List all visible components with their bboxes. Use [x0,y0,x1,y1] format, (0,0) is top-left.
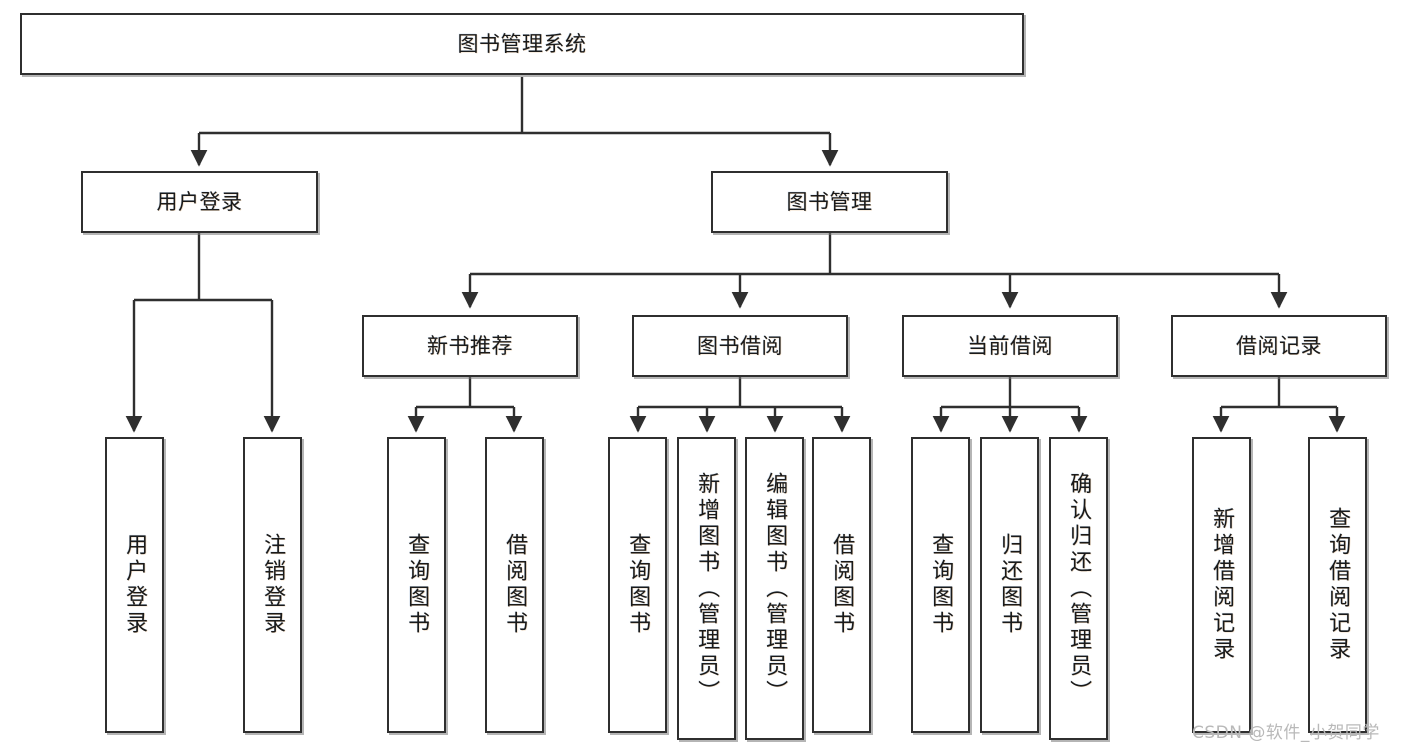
leaf-borrow-add-book-admin[interactable]: 新增图书（管理员） [677,437,736,740]
leaf-borrow-query-book-label: 查询图书 [625,533,651,637]
node-new-book-recommend[interactable]: 新书推荐 [362,315,578,377]
leaf-records-query-record[interactable]: 查询借阅记录 [1308,437,1367,733]
leaf-current-confirm-return-admin[interactable]: 确认归还（管理员） [1049,437,1108,740]
node-user-login[interactable]: 用户登录 [81,171,318,233]
node-new-book-recommend-label: 新书推荐 [427,333,513,358]
leaf-records-query-record-label: 查询借阅记录 [1325,507,1351,663]
leaf-current-query-book-label: 查询图书 [928,533,954,637]
leaf-records-add-record[interactable]: 新增借阅记录 [1192,437,1251,733]
leaf-new-book-borrow[interactable]: 借阅图书 [485,437,544,733]
leaf-records-add-record-label: 新增借阅记录 [1209,507,1235,663]
node-current-borrow-label: 当前借阅 [967,333,1053,358]
node-book-borrow-label: 图书借阅 [697,333,783,358]
leaf-current-return-book-label: 归还图书 [997,533,1023,637]
leaf-new-book-borrow-label: 借阅图书 [502,533,528,637]
node-book-borrow[interactable]: 图书借阅 [632,315,848,377]
leaf-user-login-logout[interactable]: 注销登录 [243,437,302,733]
node-book-management-label: 图书管理 [786,189,873,214]
node-root-label: 图书管理系统 [457,31,587,56]
leaf-new-book-query[interactable]: 查询图书 [387,437,446,733]
node-current-borrow[interactable]: 当前借阅 [902,315,1118,377]
node-root[interactable]: 图书管理系统 [20,13,1024,75]
leaf-current-return-book[interactable]: 归还图书 [980,437,1039,733]
leaf-borrow-borrow-book-label: 借阅图书 [829,533,855,637]
node-borrow-records-label: 借阅记录 [1236,333,1322,358]
leaf-current-confirm-return-admin-label: 确认归还（管理员） [1066,471,1092,706]
leaf-user-login-logout-label: 注销登录 [260,533,286,637]
node-user-login-label: 用户登录 [156,189,243,214]
leaf-borrow-borrow-book[interactable]: 借阅图书 [812,437,871,733]
node-book-management[interactable]: 图书管理 [711,171,948,233]
leaf-borrow-add-book-admin-label: 新增图书（管理员） [694,471,720,706]
leaf-borrow-edit-book-admin[interactable]: 编辑图书（管理员） [745,437,804,740]
leaf-new-book-query-label: 查询图书 [404,533,430,637]
leaf-current-query-book[interactable]: 查询图书 [911,437,970,733]
leaf-user-login-login-label: 用户登录 [122,533,148,637]
csdn-watermark: CSDN @软件_小贺同学 [1192,723,1380,743]
leaf-user-login-login[interactable]: 用户登录 [105,437,164,733]
leaf-borrow-query-book[interactable]: 查询图书 [608,437,667,733]
node-borrow-records[interactable]: 借阅记录 [1171,315,1387,377]
leaf-borrow-edit-book-admin-label: 编辑图书（管理员） [762,471,788,706]
